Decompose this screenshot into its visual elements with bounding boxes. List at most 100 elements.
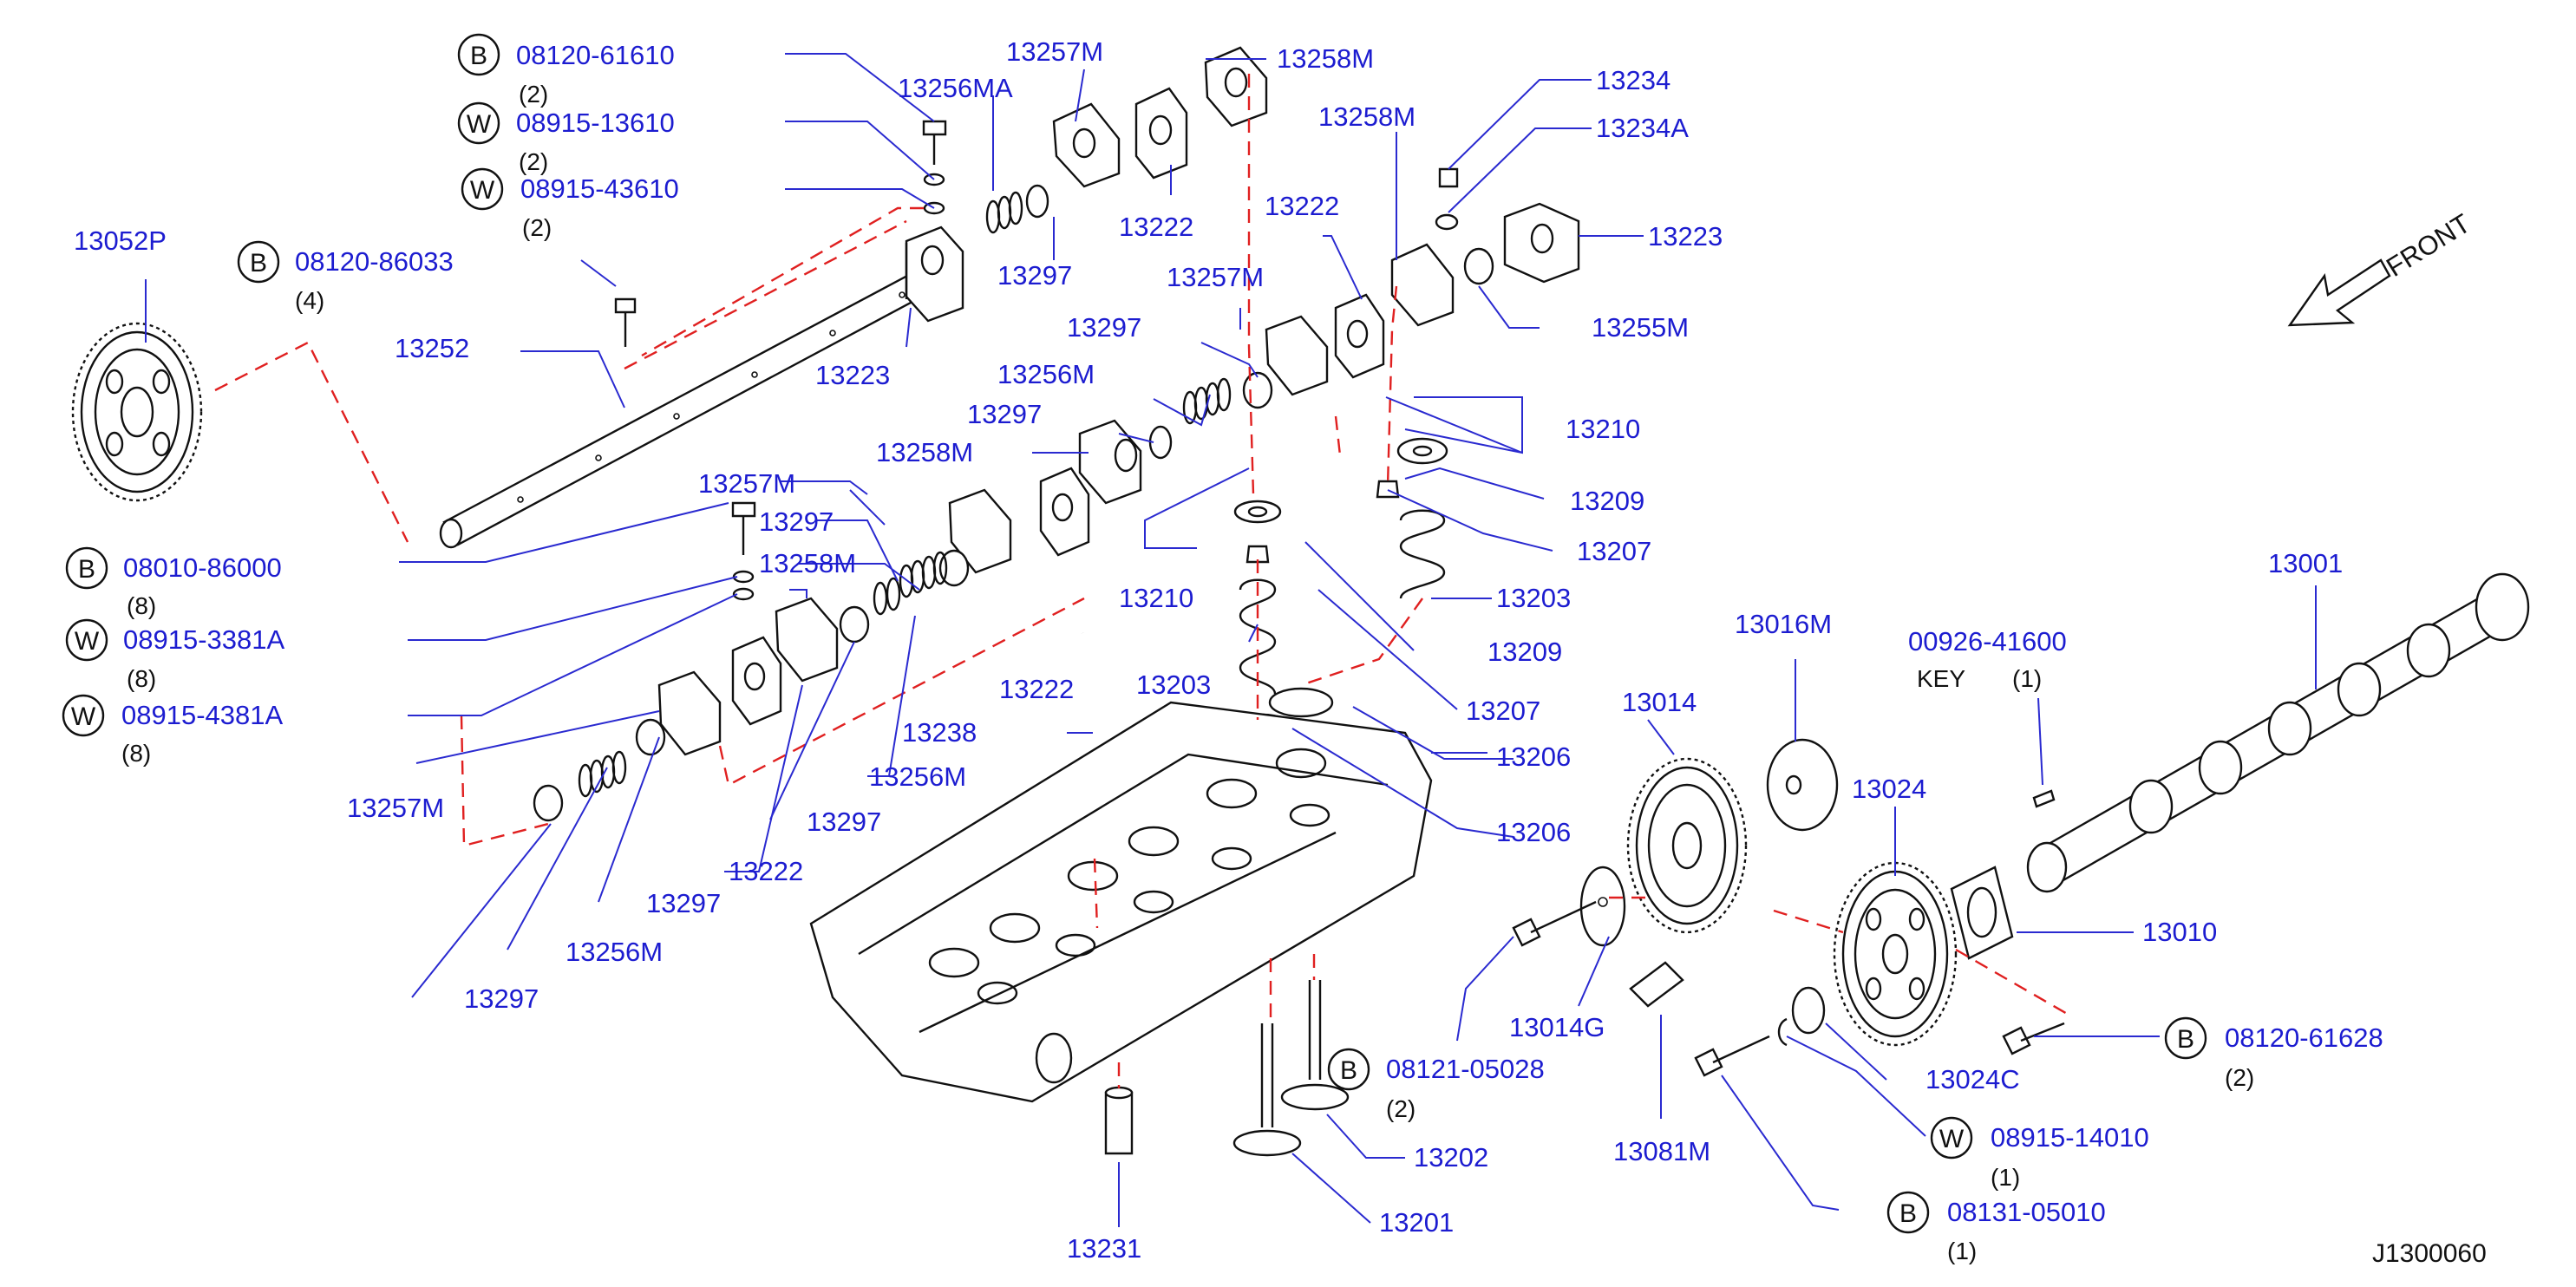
callout-part-08120-86033[interactable]: 08120-86033 [295, 246, 454, 277]
callout-symbol: W [75, 627, 100, 656]
label-13257M[interactable]: 13257M [1006, 36, 1103, 67]
label-13207-b[interactable]: 13207 [1466, 696, 1540, 726]
diagram-id: J1300060 [2372, 1239, 2487, 1268]
washer-symbol-icon [65, 618, 108, 662]
label-13024C[interactable]: 13024C [1925, 1064, 2020, 1094]
bolt-symbol-icon [65, 546, 108, 590]
callout-qty: (2) [1386, 1095, 1415, 1122]
label-13297-d[interactable]: 13297 [759, 506, 834, 537]
front-label: FRONT [2381, 208, 2475, 283]
label-13297-b[interactable]: 13297 [1067, 312, 1141, 343]
label-13238[interactable]: 13238 [902, 717, 977, 748]
rocker-arm-drawings [533, 46, 1580, 822]
label-13297-g[interactable]: 13297 [464, 983, 539, 1014]
callout-part-08121-05028[interactable]: 08121-05028 [1386, 1054, 1545, 1084]
washer-symbol-icon [62, 694, 105, 737]
hub-13016M-drawing [1766, 738, 1839, 832]
callout-symbol: B [250, 249, 267, 278]
callout-symbol: B [78, 555, 95, 584]
label-13257M-c[interactable]: 13257M [698, 468, 795, 499]
label-13258M[interactable]: 13258M [1277, 43, 1374, 74]
label-13258M-d[interactable]: 13258M [759, 548, 856, 578]
label-13206-b[interactable]: 13206 [1496, 817, 1571, 847]
label-13209-b[interactable]: 13209 [1487, 637, 1562, 667]
washer-symbol-icon [1930, 1116, 1973, 1160]
label-13222[interactable]: 13222 [1119, 212, 1193, 242]
callout-qty: (2) [519, 148, 548, 175]
callout-part-08915-3381A[interactable]: 08915-3381A [123, 624, 284, 655]
label-13222-d[interactable]: 13222 [729, 856, 803, 886]
label-13223-b[interactable]: 13223 [1648, 221, 1723, 252]
label-13297[interactable]: 13297 [997, 260, 1072, 291]
label-13206[interactable]: 13206 [1496, 741, 1571, 772]
callout-symbol: B [470, 42, 487, 70]
label-13255M[interactable]: 13255M [1592, 312, 1689, 343]
label-13016M[interactable]: 13016M [1735, 609, 1832, 639]
label-13052P[interactable]: 13052P [74, 225, 167, 256]
bolt-symbol-icon [457, 33, 500, 76]
shaft-13081M-drawing [1629, 961, 1684, 1008]
label-13256M-b[interactable]: 13256M [869, 761, 966, 792]
label-13231[interactable]: 13231 [1067, 1233, 1141, 1264]
label-13258M-b[interactable]: 13258M [1318, 101, 1415, 132]
label-13256M[interactable]: 13256M [997, 359, 1095, 389]
callout-part-08915-14010[interactable]: 08915-14010 [1991, 1122, 2149, 1153]
callout-qty: (2) [522, 214, 552, 241]
lower-bolt-drawings [1512, 900, 2065, 1077]
callout-symbol: B [2177, 1025, 2194, 1054]
callout-part-08120-61628[interactable]: 08120-61628 [2225, 1022, 2383, 1053]
part-number-labels: 13052P 13252 13256MA 13257M 13258M 13222… [74, 36, 2343, 1264]
callout-part-08120-61610[interactable]: 08120-61610 [516, 40, 675, 70]
label-13210[interactable]: 13210 [1566, 414, 1640, 444]
label-13210-b[interactable]: 13210 [1119, 583, 1193, 613]
key-label: KEY [1917, 665, 1965, 692]
label-13234A[interactable]: 13234A [1596, 113, 1689, 143]
label-13209[interactable]: 13209 [1570, 486, 1644, 516]
front-arrow-icon [2287, 258, 2391, 327]
label-13256MA[interactable]: 13256MA [898, 73, 1013, 103]
label-13014[interactable]: 13014 [1622, 687, 1697, 717]
label-13203-b[interactable]: 13203 [1136, 670, 1211, 700]
label-13207[interactable]: 13207 [1577, 536, 1651, 566]
callout-qty: (8) [127, 665, 156, 692]
callout-part-08915-13610[interactable]: 08915-13610 [516, 108, 675, 138]
label-13297-c[interactable]: 13297 [967, 399, 1042, 429]
callout-qty: (8) [127, 592, 156, 619]
label-13223[interactable]: 13223 [815, 360, 890, 390]
label-13252[interactable]: 13252 [395, 333, 469, 363]
callout-part-08131-05010[interactable]: 08131-05010 [1947, 1197, 2106, 1227]
plate-13014G-drawing [1579, 866, 1626, 947]
label-13010[interactable]: 13010 [2142, 917, 2217, 947]
callouts: B 08120-61610 (2) W 08915-13610 (2) W 08… [62, 33, 2383, 1264]
label-13257M-d[interactable]: 13257M [347, 793, 444, 823]
plate-13010-drawing [1950, 866, 2014, 960]
label-13081M[interactable]: 13081M [1613, 1136, 1710, 1166]
label-13256M-c[interactable]: 13256M [566, 937, 663, 967]
callout-qty: (1) [1991, 1164, 2020, 1191]
label-13258M-c[interactable]: 13258M [876, 437, 973, 467]
callout-part-08010-86000[interactable]: 08010-86000 [123, 552, 282, 583]
label-13257M-b[interactable]: 13257M [1167, 262, 1264, 292]
label-00926-41600[interactable]: 00926-41600 [1908, 626, 2067, 657]
label-13203[interactable]: 13203 [1496, 583, 1571, 613]
label-13014G[interactable]: 13014G [1509, 1012, 1605, 1042]
label-13202[interactable]: 13202 [1414, 1142, 1488, 1173]
cam-gear-13024-drawing [1833, 861, 1958, 1047]
label-13297-e[interactable]: 13297 [807, 807, 881, 837]
label-13234[interactable]: 13234 [1596, 65, 1670, 95]
label-13222-b[interactable]: 13222 [1265, 191, 1339, 221]
label-13201[interactable]: 13201 [1379, 1207, 1454, 1238]
callout-part-08915-4381A[interactable]: 08915-4381A [121, 700, 283, 730]
rocker-shaft-13252-drawing [439, 252, 963, 549]
alignment-lines [214, 74, 2069, 1088]
bolt-symbol-icon [1886, 1191, 1930, 1234]
cylinder-head-drawing [809, 701, 1433, 1103]
callout-part-08915-43610[interactable]: 08915-43610 [520, 173, 679, 204]
key-qty: (1) [2012, 665, 2042, 692]
label-13222-c[interactable]: 13222 [999, 674, 1074, 704]
label-13297-f[interactable]: 13297 [646, 888, 721, 918]
label-13024[interactable]: 13024 [1852, 774, 1926, 804]
label-13001[interactable]: 13001 [2268, 548, 2343, 578]
camshaft-13001-drawing [2026, 572, 2530, 893]
